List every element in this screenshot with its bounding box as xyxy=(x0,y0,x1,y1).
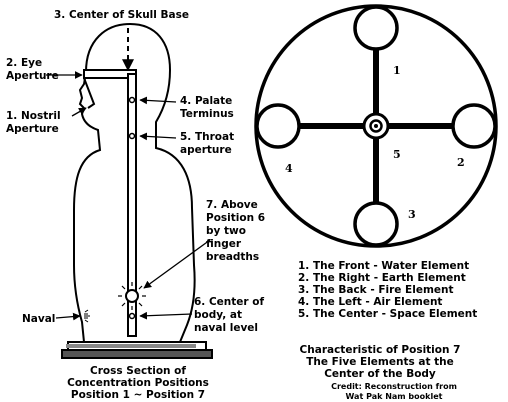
label-skull-base: 3. Center of Skull Base xyxy=(54,9,189,21)
position-4-marker xyxy=(128,96,136,104)
label-center-of-body-1: 6. Center of xyxy=(194,296,264,308)
human-figure xyxy=(61,22,213,359)
left-caption-2: Concentration Positions xyxy=(67,377,209,389)
label-palate-terminus-2: Terminus xyxy=(180,108,234,120)
label-naval: Naval xyxy=(22,313,55,325)
label-above-position-6-2: Position 6 xyxy=(206,212,265,224)
position-6-marker xyxy=(128,312,136,320)
legend-item-5: 5. The Center - Space Element xyxy=(298,308,477,320)
element-circle-left-air xyxy=(255,103,301,149)
element-circle-front-water xyxy=(353,5,399,51)
circle-number-5: 5 xyxy=(393,148,401,161)
element-circle-back-fire xyxy=(353,201,399,247)
label-above-position-6-4: finger xyxy=(206,238,242,250)
naval-mark xyxy=(84,309,90,323)
label-nostril-aperture-2: Aperture xyxy=(6,123,59,135)
right-caption-2: The Five Elements at the xyxy=(306,356,454,368)
left-caption-3: Position 1 ~ Position 7 xyxy=(71,389,205,401)
pedestal xyxy=(61,341,213,359)
leader-lines xyxy=(46,71,211,321)
circle-number-1: 1 xyxy=(393,64,401,77)
label-eye-aperture-2: Aperture xyxy=(6,70,59,82)
circle-number-4: 4 xyxy=(285,162,293,175)
legend-item-4: 4. The Left - Air Element xyxy=(298,296,442,308)
label-above-position-6-1: 7. Above xyxy=(206,199,258,211)
position-7-sphere xyxy=(118,282,146,310)
label-center-of-body-2: body, at xyxy=(194,309,242,321)
label-palate-terminus-1: 4. Palate xyxy=(180,95,232,107)
five-elements-circle xyxy=(254,4,498,248)
center-space-element xyxy=(362,112,390,140)
circle-number-3: 3 xyxy=(408,208,416,221)
label-above-position-6-5: breadths xyxy=(206,251,259,263)
credit-line-1: Credit: Reconstruction from xyxy=(331,382,457,391)
central-channel xyxy=(127,73,137,337)
right-caption-3: Center of the Body xyxy=(324,368,436,380)
legend-item-1: 1. The Front - Water Element xyxy=(298,260,469,272)
right-caption-1: Characteristic of Position 7 xyxy=(300,344,461,356)
credit-line-2: Wat Pak Nam booklet xyxy=(346,392,443,401)
position-5-marker xyxy=(128,132,136,140)
legend-item-3: 3. The Back - Fire Element xyxy=(298,284,454,296)
left-caption-1: Cross Section of xyxy=(90,365,186,377)
legend-item-2: 2. The Right - Earth Element xyxy=(298,272,466,284)
circle-number-2: 2 xyxy=(457,156,465,169)
element-circle-right-earth xyxy=(451,103,497,149)
label-nostril-aperture-1: 1. Nostril xyxy=(6,110,61,122)
label-throat-aperture-1: 5. Throat xyxy=(180,131,234,143)
label-eye-aperture-1: 2. Eye xyxy=(6,57,42,69)
label-center-of-body-3: naval level xyxy=(194,322,258,334)
label-throat-aperture-2: aperture xyxy=(180,144,232,156)
label-above-position-6-3: by two xyxy=(206,225,246,237)
